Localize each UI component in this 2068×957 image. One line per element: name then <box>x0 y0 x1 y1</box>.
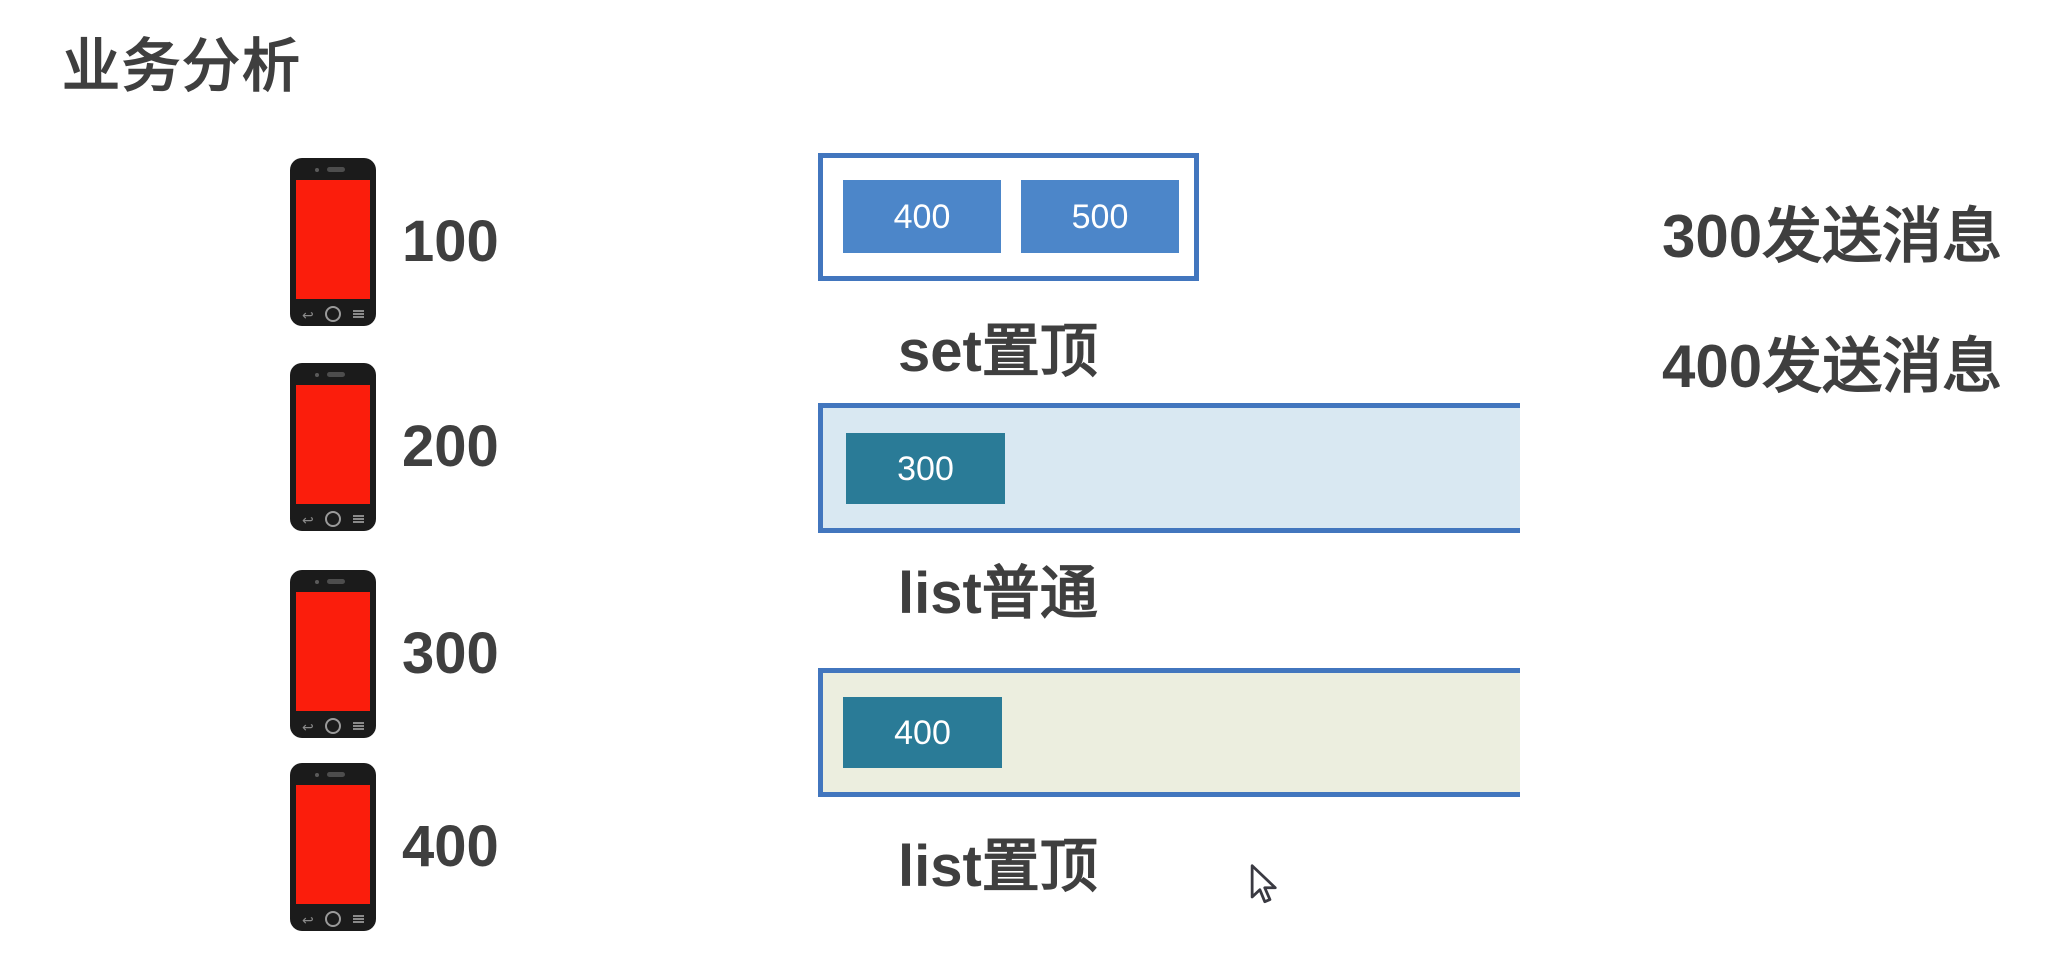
list-top-item-400: 400 <box>843 697 1002 768</box>
phone-camera-dot <box>315 773 319 777</box>
phone-home-button-icon <box>325 718 341 734</box>
phone-speaker <box>327 372 345 377</box>
phone-row-200: ↩ 200 <box>290 363 499 531</box>
phone-camera-dot <box>315 580 319 584</box>
page-title: 业务分析 <box>62 34 303 99</box>
phone-icon: ↩ <box>290 763 376 931</box>
phone-home-button-icon <box>325 306 341 322</box>
phone-speaker <box>327 579 345 584</box>
phone-home-button-icon <box>325 911 341 927</box>
set-item-400: 400 <box>843 180 1001 253</box>
phone-label-300: 300 <box>402 621 499 686</box>
set-item-500: 500 <box>1021 180 1179 253</box>
phone-screen <box>296 785 370 904</box>
mouse-cursor <box>1250 864 1277 904</box>
phone-speaker <box>327 772 345 777</box>
list-normal-label: list普通 <box>898 561 1098 626</box>
phone-icon: ↩ <box>290 158 376 326</box>
message-400-send: 400发送消息 <box>1662 333 2003 400</box>
phone-back-icon: ↩ <box>302 307 314 323</box>
phone-row-100: ↩ 100 <box>290 158 499 326</box>
phone-menu-icon <box>353 310 364 318</box>
list-normal-item-300: 300 <box>846 433 1005 504</box>
phone-label-400: 400 <box>402 814 499 879</box>
message-300-send: 300发送消息 <box>1662 203 2003 270</box>
phone-back-icon: ↩ <box>302 512 314 528</box>
phone-label-100: 100 <box>402 209 499 274</box>
phone-label-200: 200 <box>402 414 499 479</box>
phone-camera-dot <box>315 373 319 377</box>
phone-back-icon: ↩ <box>302 719 314 735</box>
phone-icon: ↩ <box>290 570 376 738</box>
phone-screen <box>296 180 370 299</box>
phone-icon: ↩ <box>290 363 376 531</box>
list-normal-container-box: 300 <box>818 403 1520 533</box>
phone-screen <box>296 385 370 504</box>
phone-back-icon: ↩ <box>302 912 314 928</box>
phone-menu-icon <box>353 515 364 523</box>
set-top-container-box: 400 500 <box>818 153 1199 281</box>
phone-menu-icon <box>353 722 364 730</box>
list-top-label: list置顶 <box>898 834 1098 899</box>
phone-row-400: ↩ 400 <box>290 763 499 931</box>
phone-home-button-icon <box>325 511 341 527</box>
phone-camera-dot <box>315 168 319 172</box>
list-top-container-box: 400 <box>818 668 1520 797</box>
phone-menu-icon <box>353 915 364 923</box>
phone-speaker <box>327 167 345 172</box>
phone-screen <box>296 592 370 711</box>
set-top-label: set置顶 <box>898 319 1098 384</box>
phone-row-300: ↩ 300 <box>290 570 499 738</box>
